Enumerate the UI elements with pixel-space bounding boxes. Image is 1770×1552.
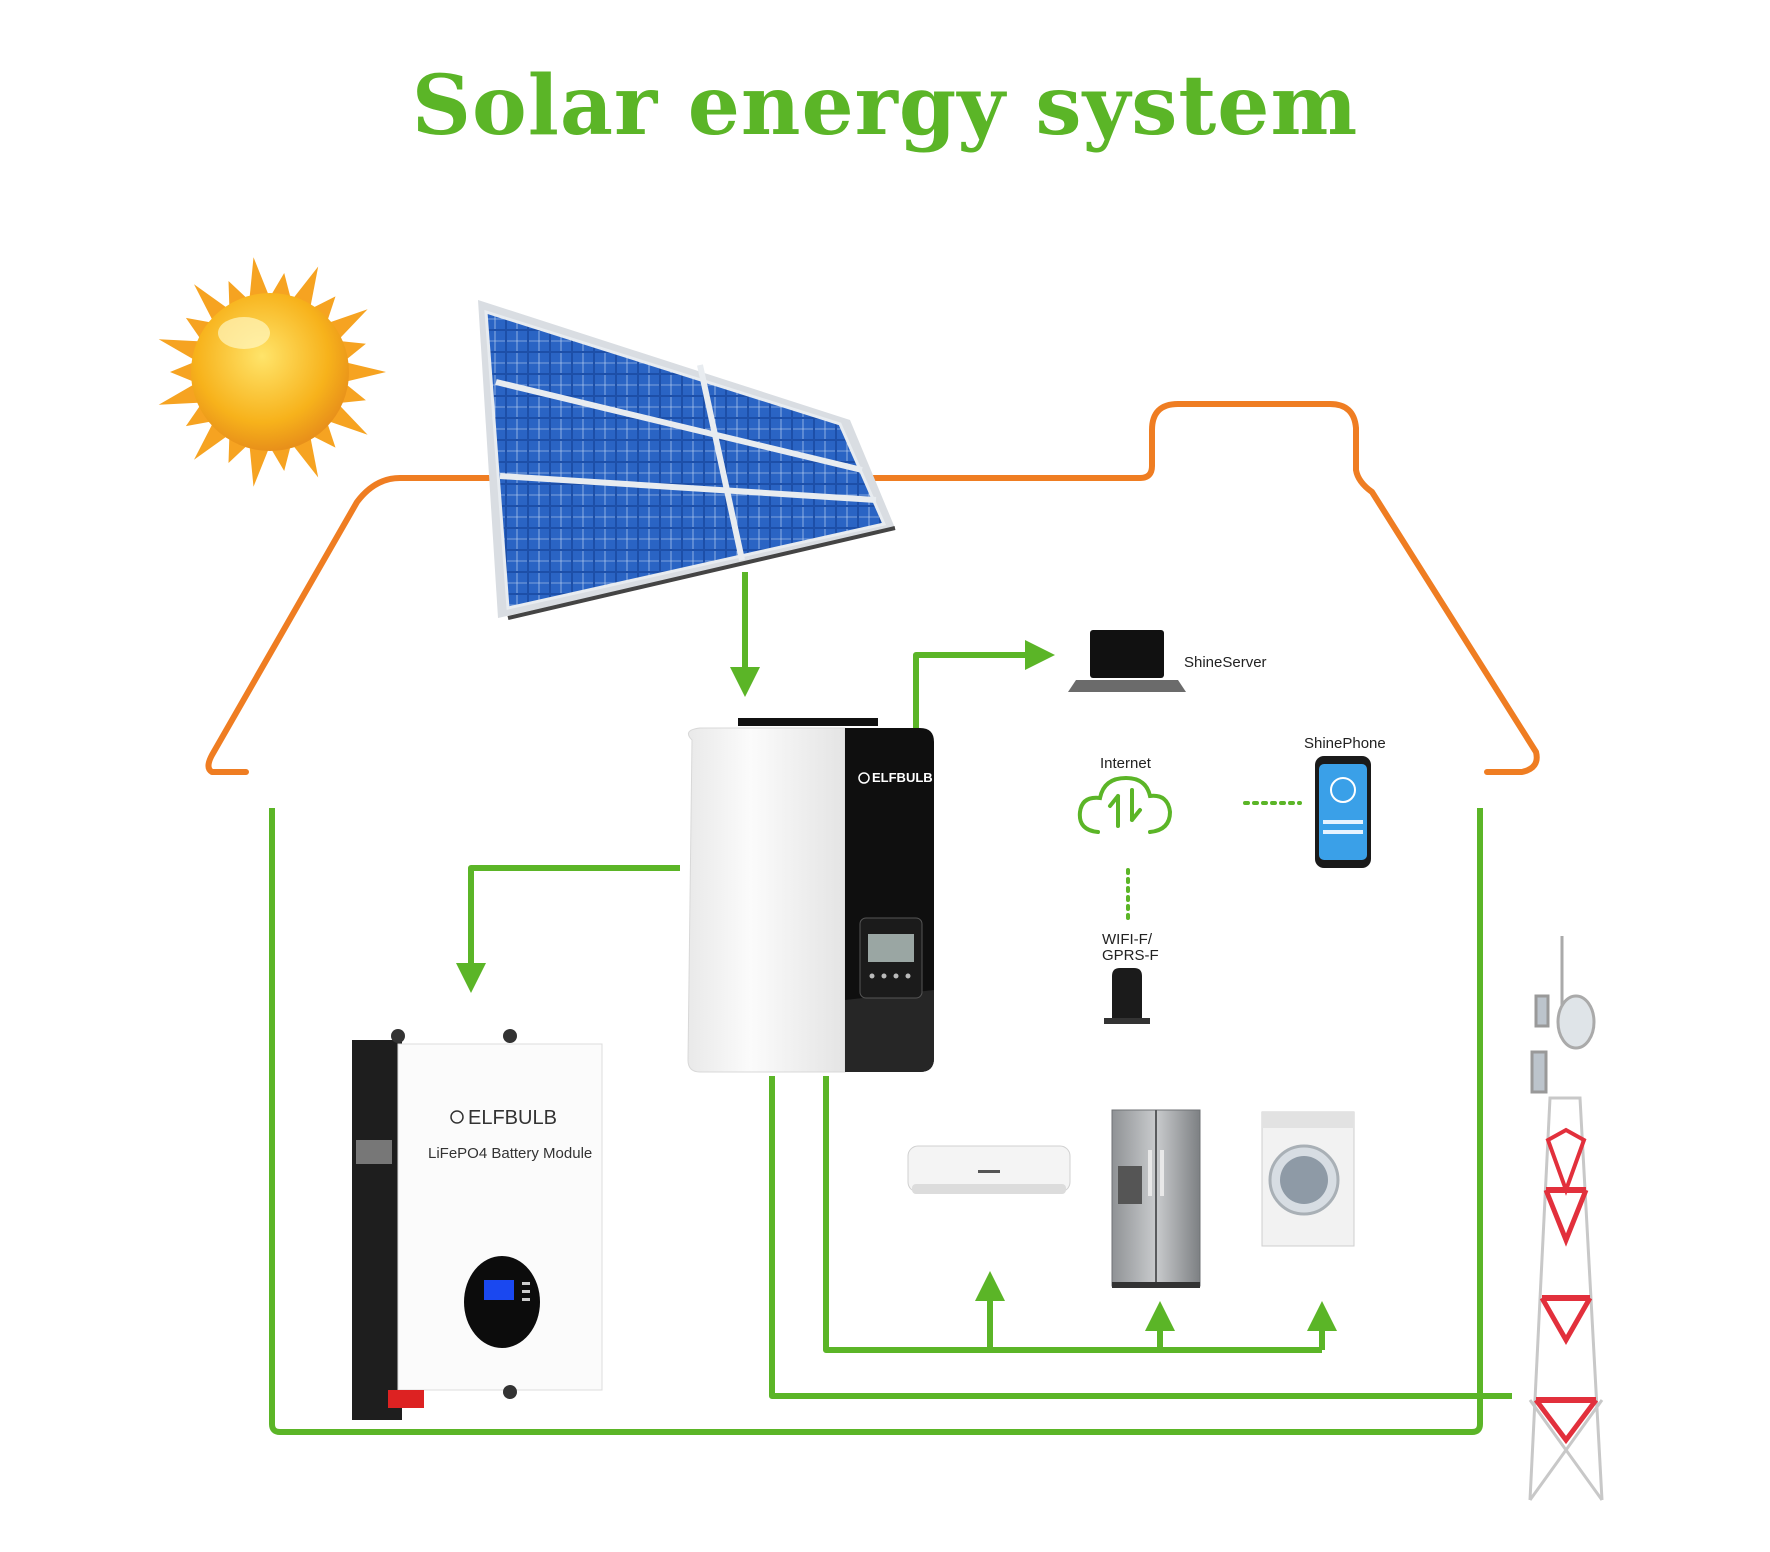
air-conditioner-icon [907,1145,1071,1194]
inverter-brand: ELFBULB [872,770,933,785]
sun-ray [194,424,227,460]
washing-machine-icon [1261,1111,1355,1247]
load-bus-line [823,1076,1322,1353]
sun-ray [185,317,210,338]
sun-ray [341,384,366,403]
battery-module: ELFBULB LiFePO4 Battery Module [352,1029,603,1420]
wifi-label-line2: GPRS-F [1102,947,1159,964]
sun-ray [185,406,210,427]
sun-ray [170,362,193,382]
battery-grid-loop [269,808,1483,1435]
battery-model: LiFePO4 Battery Module [428,1145,592,1162]
solar-panel-icon [478,300,896,620]
sun-ray [249,447,269,487]
sun-icon [158,257,386,487]
laptop-icon [1068,630,1186,692]
house-outline [205,401,1540,775]
sun-ray [293,438,319,478]
internet-label: Internet [1100,755,1152,772]
sun-ray [158,384,199,405]
inverter-to-server-arrow [913,640,1055,728]
sun-ray [313,296,336,320]
inverter-to-battery-arrow [456,865,680,993]
power-lines [269,572,1512,1435]
sun-ray [330,406,368,435]
shine-phone-label: ShinePhone [1304,735,1386,752]
sun-ray [293,266,319,306]
wifi-label-line1: WIFI-F/ [1102,931,1153,948]
transmission-tower-icon [1528,936,1604,1501]
bulb-logo-icon [858,772,870,784]
bulb-logo-icon [450,1110,464,1124]
sun-ray [249,257,269,297]
sun-ray [313,424,336,448]
wifi-dongle-icon [1104,968,1150,1024]
fridge-icon [1111,1109,1201,1288]
page-title: Solar energy system [411,58,1359,154]
sun-ray [330,309,368,338]
inverter-device: ELFBULB [687,718,934,1073]
sun-ray [271,273,291,297]
sun-ray [271,447,291,471]
battery-display [464,1256,540,1348]
sun-ray [341,341,366,360]
battery-brand: ELFBULB [468,1107,557,1129]
sun-ray [347,362,386,382]
cloud-icon [1077,775,1173,834]
sun-ray [158,339,199,360]
shine-server-label: ShineServer [1184,654,1267,671]
phone-icon [1315,756,1371,868]
sun-ray [194,284,227,320]
inverter-to-grid-line [769,1076,1512,1399]
